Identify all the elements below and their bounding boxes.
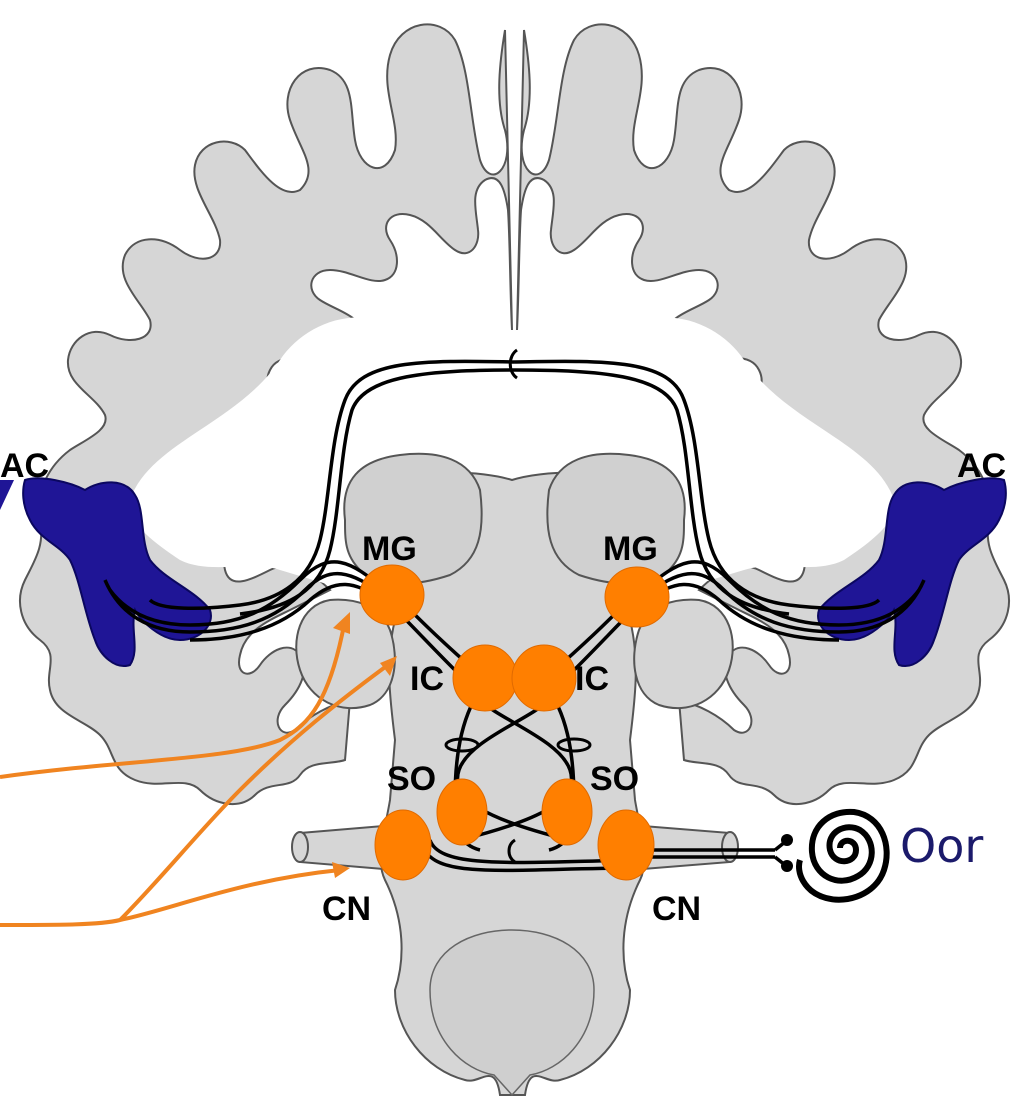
nerve-stub-left-end [292, 832, 308, 862]
nucleus-so-right [542, 779, 592, 845]
label-ic-right: IC [575, 660, 609, 698]
arrow-to-cn-region [0, 870, 340, 925]
nucleus-ic-right [512, 645, 576, 711]
nucleus-mg-left [360, 565, 424, 625]
label-ac-right: AC [957, 447, 1006, 485]
nucleus-cn-left [375, 810, 431, 880]
label-cn-right: CN [652, 890, 701, 928]
cochlea-spiral-icon [799, 812, 887, 900]
nucleus-so-left [437, 779, 487, 845]
label-cn-left: CN [322, 890, 371, 928]
brainstem [292, 454, 738, 1095]
label-ear: Oor [900, 819, 983, 873]
nucleus-mg-right [605, 567, 669, 627]
nerve-dots [781, 834, 793, 872]
label-mg-left: MG [362, 530, 417, 568]
nucleus-cn-right [598, 810, 654, 880]
label-mg-right: MG [603, 530, 658, 568]
nucleus-ic-left [453, 645, 517, 711]
label-so-right: SO [590, 760, 639, 798]
label-so-left: SO [387, 760, 436, 798]
label-ac-left: AC [0, 447, 49, 485]
label-ic-left: IC [410, 660, 444, 698]
